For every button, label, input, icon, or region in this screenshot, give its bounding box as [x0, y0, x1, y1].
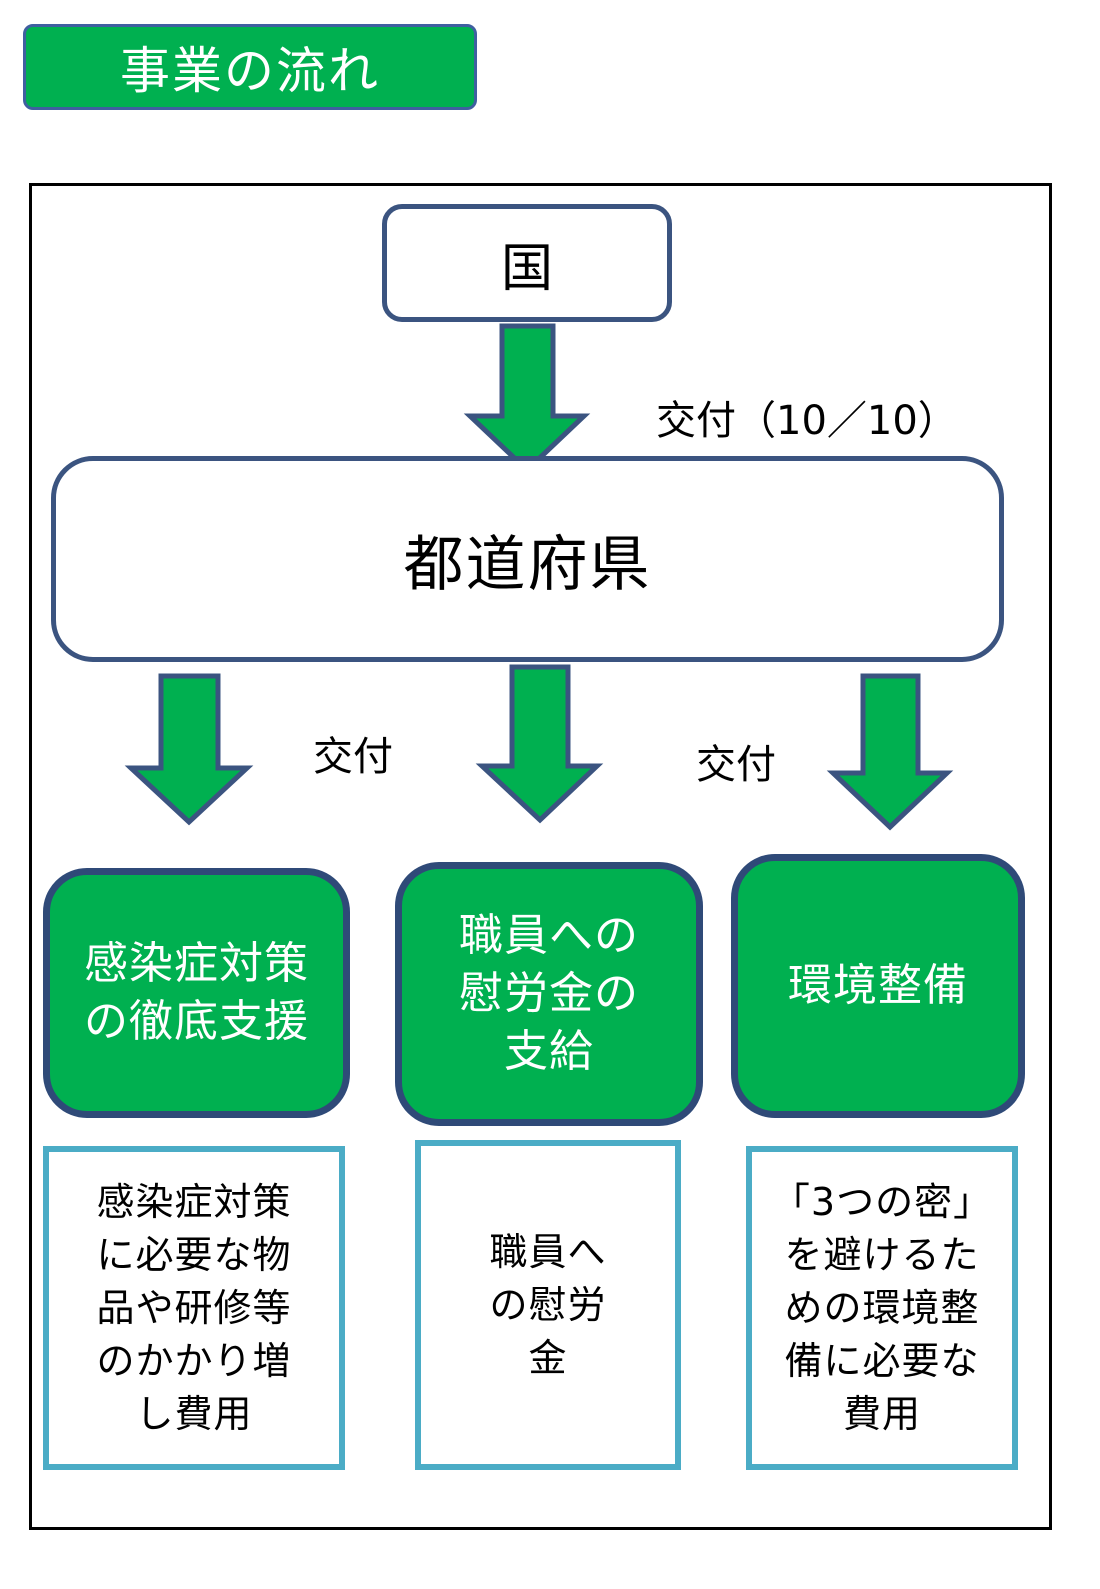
node-prefecture-label: 都道府県 [403, 529, 652, 600]
description-infection-control: 感染症対策 に必要な物 品や研修等 のかかり増 し費用 [43, 1146, 345, 1470]
flow-frame [29, 183, 1052, 1530]
description-environment-text: 「3つの密」 を避けるた めの環境整 備に必要な 費用 [771, 1179, 993, 1436]
node-country: 国 [382, 204, 672, 322]
measure-environment-title: 環境整備 [788, 960, 968, 1011]
node-prefecture: 都道府県 [51, 456, 1004, 662]
measure-staff-allowance-title: 職員への 慰労金の 支給 [459, 910, 639, 1077]
title-badge: 事業の流れ [23, 24, 477, 110]
arrow-prefecture-to-measure-2 [475, 664, 604, 824]
node-country-label: 国 [500, 238, 553, 299]
measure-infection-control-title: 感染症対策 の徹底支援 [84, 938, 309, 1047]
page-title: 事業の流れ [120, 42, 380, 100]
measure-infection-control: 感染症対策 の徹底支援 [43, 868, 350, 1118]
description-environment: 「3つの密」 を避けるた めの環境整 備に必要な 費用 [746, 1146, 1018, 1470]
description-staff-allowance-text: 職員へ の慰労 金 [489, 1229, 607, 1380]
measure-environment: 環境整備 [731, 854, 1025, 1118]
arrow-prefecture-to-measure-3 [826, 673, 954, 831]
arrow-prefecture-to-measure-1 [124, 673, 254, 826]
arrow-country-to-prefecture [463, 323, 591, 474]
description-infection-control-text: 感染症対策 に必要な物 品や研修等 のかかり増 し費用 [96, 1179, 292, 1436]
grant-label-right: 交付 [696, 742, 776, 788]
description-staff-allowance: 職員へ の慰労 金 [415, 1140, 681, 1470]
grant-ratio-label: 交付（10／10） [656, 398, 958, 444]
measure-staff-allowance: 職員への 慰労金の 支給 [395, 862, 703, 1126]
grant-label-left: 交付 [313, 734, 393, 780]
